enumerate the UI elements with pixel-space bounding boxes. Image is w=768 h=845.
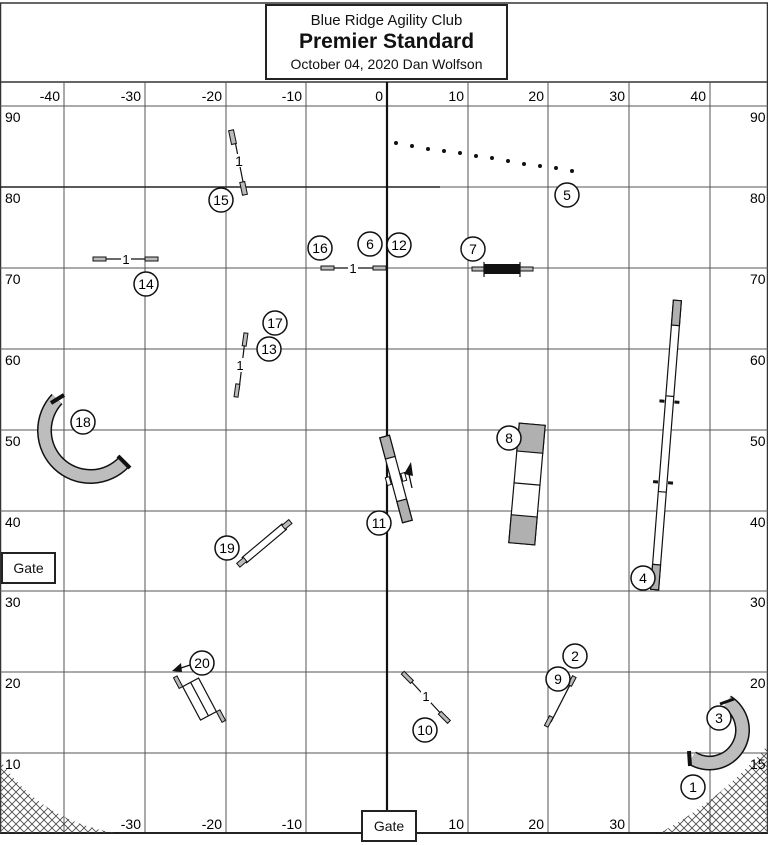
y-axis-right: 90 80 70 60 50 40 30 20 15 — [750, 109, 766, 772]
a-frame — [508, 422, 546, 546]
teeter — [379, 434, 413, 524]
svg-text:50: 50 — [750, 433, 766, 449]
svg-text:15: 15 — [213, 192, 229, 208]
jump-19 — [235, 518, 293, 568]
svg-text:-10: -10 — [282, 816, 302, 832]
hatched-corner-left — [0, 760, 115, 833]
svg-text:13: 13 — [261, 341, 277, 357]
course-name: Premier Standard — [298, 30, 475, 53]
x-axis-bottom: -30 -20 -10 10 20 30 — [121, 816, 625, 832]
x-axis-top: -40 -30 -20 -10 0 10 20 30 40 — [40, 88, 706, 104]
svg-text:30: 30 — [609, 816, 625, 832]
tire-jump — [471, 262, 534, 277]
number-labels: 15 5 16 6 12 7 14 17 13 18 8 11 19 4 2 9… — [75, 187, 723, 795]
svg-text:70: 70 — [750, 271, 766, 287]
svg-text:1: 1 — [422, 689, 429, 704]
svg-text:50: 50 — [5, 433, 21, 449]
svg-text:30: 30 — [5, 594, 21, 610]
teeter-direction-arrow — [404, 462, 413, 489]
svg-text:40: 40 — [750, 514, 766, 530]
svg-text:90: 90 — [5, 109, 21, 125]
svg-text:-40: -40 — [40, 88, 60, 104]
svg-text:14: 14 — [138, 276, 154, 292]
svg-text:17: 17 — [267, 315, 283, 331]
svg-text:-20: -20 — [202, 816, 222, 832]
jump-9-2 — [543, 674, 577, 728]
broad-jump — [172, 675, 227, 723]
grid — [0, 82, 768, 833]
svg-text:8: 8 — [505, 430, 513, 446]
svg-text:60: 60 — [750, 352, 766, 368]
svg-text:30: 30 — [750, 594, 766, 610]
svg-text:0: 0 — [375, 88, 383, 104]
hatched-corner-right — [660, 745, 768, 833]
gate-bottom: Gate — [361, 810, 417, 842]
y-axis-left: 90 80 70 60 50 40 30 20 10 — [5, 109, 21, 772]
svg-text:9: 9 — [554, 671, 562, 687]
svg-text:1: 1 — [689, 779, 697, 795]
broad-jump-direction-arrow — [172, 663, 191, 672]
svg-text:11: 11 — [372, 515, 387, 531]
svg-text:80: 80 — [750, 190, 766, 206]
dogwalk — [649, 299, 683, 591]
jump-10: 1 — [400, 670, 452, 725]
weave-poles — [394, 141, 574, 173]
svg-text:5: 5 — [563, 187, 571, 203]
svg-text:90: 90 — [750, 109, 766, 125]
date-and-judge: October 04, 2020 Dan Wolfson — [290, 56, 483, 72]
svg-text:40: 40 — [5, 514, 21, 530]
svg-text:7: 7 — [469, 241, 477, 257]
svg-text:1: 1 — [235, 153, 243, 169]
svg-text:1: 1 — [349, 261, 356, 276]
number-circles — [70, 182, 732, 800]
club-name: Blue Ridge Agility Club — [310, 12, 463, 29]
svg-text:15: 15 — [750, 756, 766, 772]
jump-15: 1 — [228, 129, 248, 196]
svg-text:10: 10 — [5, 756, 21, 772]
svg-text:10: 10 — [417, 722, 433, 738]
svg-text:30: 30 — [609, 88, 625, 104]
svg-text:-30: -30 — [121, 88, 141, 104]
svg-text:80: 80 — [5, 190, 21, 206]
svg-text:1: 1 — [122, 252, 129, 267]
svg-text:2: 2 — [571, 648, 579, 664]
svg-text:3: 3 — [715, 710, 723, 726]
svg-text:4: 4 — [639, 570, 647, 586]
svg-text:1: 1 — [236, 358, 243, 373]
svg-text:-30: -30 — [121, 816, 141, 832]
svg-text:10: 10 — [448, 816, 464, 832]
svg-text:20: 20 — [528, 88, 544, 104]
svg-text:-10: -10 — [282, 88, 302, 104]
svg-text:40: 40 — [690, 88, 706, 104]
svg-text:12: 12 — [391, 237, 407, 253]
svg-text:18: 18 — [75, 414, 91, 430]
svg-text:16: 16 — [312, 240, 328, 256]
svg-text:20: 20 — [194, 655, 210, 671]
svg-text:20: 20 — [750, 675, 766, 691]
svg-text:20: 20 — [528, 816, 544, 832]
jump-16-6-12: 1 — [320, 261, 387, 276]
course-title-block: Blue Ridge Agility Club Premier Standard… — [265, 4, 508, 80]
svg-text:10: 10 — [448, 88, 464, 104]
svg-text:70: 70 — [5, 271, 21, 287]
jump-14: 1 — [92, 252, 159, 267]
svg-text:20: 20 — [5, 675, 21, 691]
svg-text:6: 6 — [366, 236, 374, 252]
jump-13: 1 — [233, 332, 249, 398]
svg-text:-20: -20 — [202, 88, 222, 104]
svg-text:19: 19 — [219, 540, 235, 556]
svg-text:60: 60 — [5, 352, 21, 368]
gate-left: Gate — [1, 552, 56, 584]
